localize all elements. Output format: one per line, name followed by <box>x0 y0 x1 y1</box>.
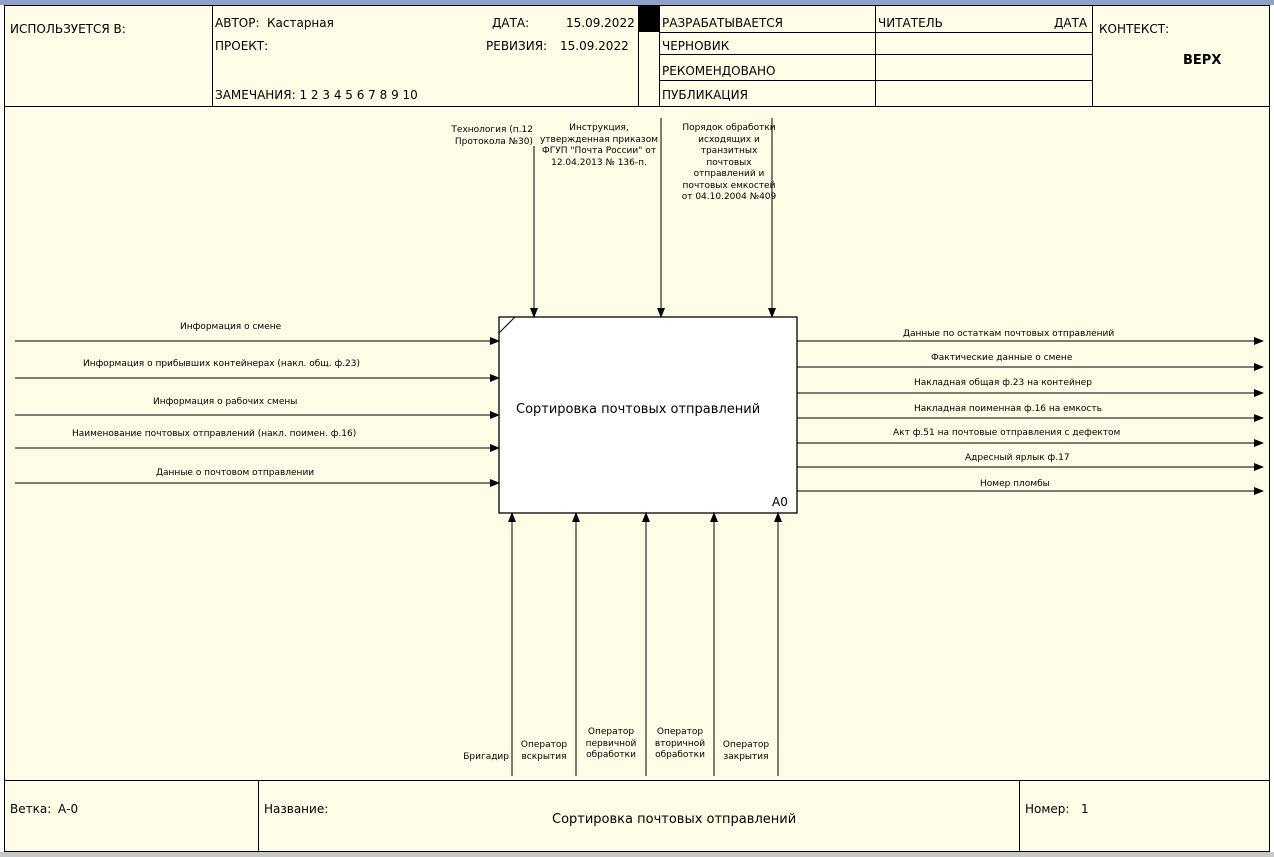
activity-box-corner <box>498 316 516 334</box>
footer-divider <box>258 780 259 851</box>
header-row-divider <box>659 80 1092 81</box>
status-recommended: РЕКОМЕНДОВАНО <box>662 64 776 78</box>
control-label: Инструкция, утвержденная приказом ФГУП "… <box>539 123 659 168</box>
mechanism-label: Бригадир <box>463 752 509 762</box>
header-divider <box>659 6 660 106</box>
mechanism-label: Оператор закрытия <box>722 740 770 762</box>
status-publication: ПУБЛИКАЦИЯ <box>662 88 748 102</box>
reader-date-label: ДАТА <box>1054 16 1088 30</box>
context-label: КОНТЕКСТ: <box>1099 22 1170 36</box>
control-label: Порядок обработки исходящих и транзитных… <box>681 123 777 203</box>
date-label: ДАТА: <box>492 16 530 30</box>
activity-title: Сортировка почтовых отправлений <box>516 402 761 417</box>
footer-divider <box>1019 780 1020 851</box>
footer-top-border <box>5 780 1269 781</box>
context-value: ВЕРХ <box>1183 53 1222 68</box>
revision-label: РЕВИЗИЯ: <box>486 39 548 53</box>
window-top-bar <box>0 0 1274 5</box>
control-label: Технология (п.12 Протокола №30) <box>451 125 533 147</box>
author-label: АВТОР: <box>215 16 260 30</box>
used-in-label: ИСПОЛЬЗУЕТСЯ В: <box>10 22 126 36</box>
mechanism-label: Оператор вторичной обработки <box>654 727 706 761</box>
input-label: Информация о смене <box>180 322 282 332</box>
header-divider <box>875 6 876 106</box>
idef0-diagram-sheet: ИСПОЛЬЗУЕТСЯ В: АВТОР: Кастарная ПРОЕКТ:… <box>4 5 1270 852</box>
output-label: Накладная общая ф.23 на контейнер <box>914 378 1092 388</box>
footer-title: Сортировка почтовых отправлений <box>552 812 797 827</box>
output-label: Номер пломбы <box>980 479 1050 489</box>
input-label: Информация о прибывших контейнерах (накл… <box>83 359 361 369</box>
title-label: Название: <box>264 802 329 816</box>
header-row-divider <box>659 32 1092 33</box>
output-label: Фактические данные о смене <box>931 353 1073 363</box>
input-label: Данные о почтовом отправлении <box>156 468 315 478</box>
reader-label: ЧИТАТЕЛЬ <box>878 16 943 30</box>
status-working: РАЗРАБАТЫВАЕТСЯ <box>662 16 784 30</box>
window-bottom-bar <box>0 852 1274 857</box>
header-bottom-border <box>5 106 1269 107</box>
diagram-arrows <box>15 118 1264 776</box>
project-label: ПРОЕКТ: <box>215 39 269 53</box>
header-divider <box>212 6 213 106</box>
number-value: 1 <box>1081 802 1089 816</box>
author-value: Кастарная <box>267 16 334 30</box>
output-label: Акт ф.51 на почтовые отправления с дефек… <box>893 428 1121 438</box>
activity-number: A0 <box>772 495 788 509</box>
status-draft: ЧЕРНОВИК <box>662 39 730 53</box>
node-label: Ветка: <box>10 802 52 816</box>
header-row-divider <box>659 54 1092 55</box>
working-status-marker <box>639 6 659 32</box>
node-value: А-0 <box>58 802 79 816</box>
notes-label: ЗАМЕЧАНИЯ: 1 2 3 4 5 6 7 8 9 10 <box>215 88 418 102</box>
output-label: Накладная поименная ф.16 на емкость <box>914 404 1102 414</box>
input-label: Информация о рабочих смены <box>153 397 298 407</box>
mechanism-label: Оператор первичной обработки <box>585 727 637 761</box>
number-label: Номер: <box>1025 802 1070 816</box>
date-value: 15.09.2022 <box>566 16 635 30</box>
header-divider <box>1092 6 1093 106</box>
input-label: Наименование почтовых отправлений (накл.… <box>72 429 357 439</box>
mechanism-label: Оператор вскрытия <box>520 740 568 762</box>
activity-box[interactable] <box>498 316 798 514</box>
output-label: Данные по остаткам почтовых отправлений <box>903 329 1115 339</box>
output-label: Адресный ярлык ф.17 <box>965 453 1070 463</box>
header-divider <box>638 6 639 106</box>
revision-value: 15.09.2022 <box>560 39 629 53</box>
